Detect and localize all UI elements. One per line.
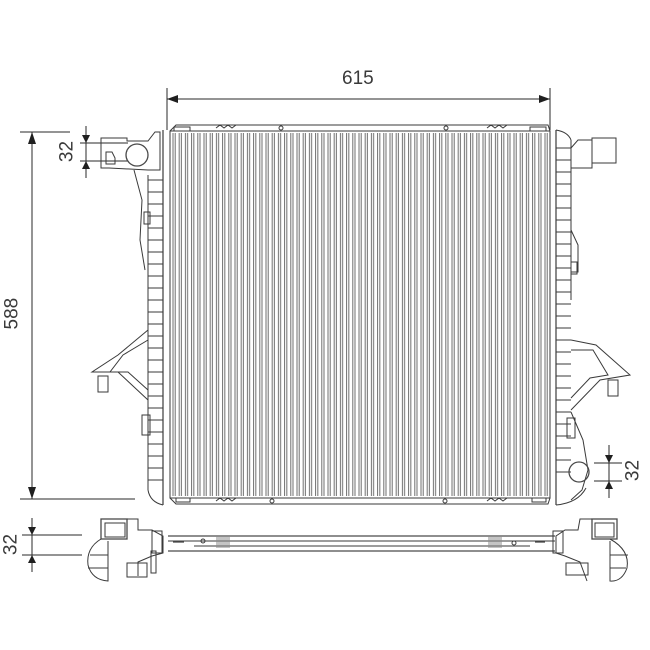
height-dimension-label: 588 [1,297,23,330]
arrow-left-icon [167,95,178,103]
left-tank [90,130,164,506]
mount-pin-icon [97,375,109,393]
width-dimension [166,88,551,130]
width-dimension-label: 615 [342,68,374,89]
outlet-dimension-label: 32 [622,459,644,482]
outlet-pipe-icon [568,461,590,483]
right-tank [555,129,632,506]
inlet-dimension-label: 32 [56,140,78,163]
mount-pin-icon [607,379,619,397]
bottom-view [87,518,628,582]
height-dimension [20,131,135,500]
bottom-view-dimension [22,518,82,572]
radiator-core [169,124,551,505]
bottom-view-dimension-label: 32 [0,533,22,556]
inlet-pipe-icon [125,143,149,167]
arrow-right-icon [539,95,550,103]
arrow-up-icon [28,132,36,144]
outlet-dimension [594,445,622,498]
arrow-down-icon [28,487,36,499]
inlet-dimension [80,126,128,178]
